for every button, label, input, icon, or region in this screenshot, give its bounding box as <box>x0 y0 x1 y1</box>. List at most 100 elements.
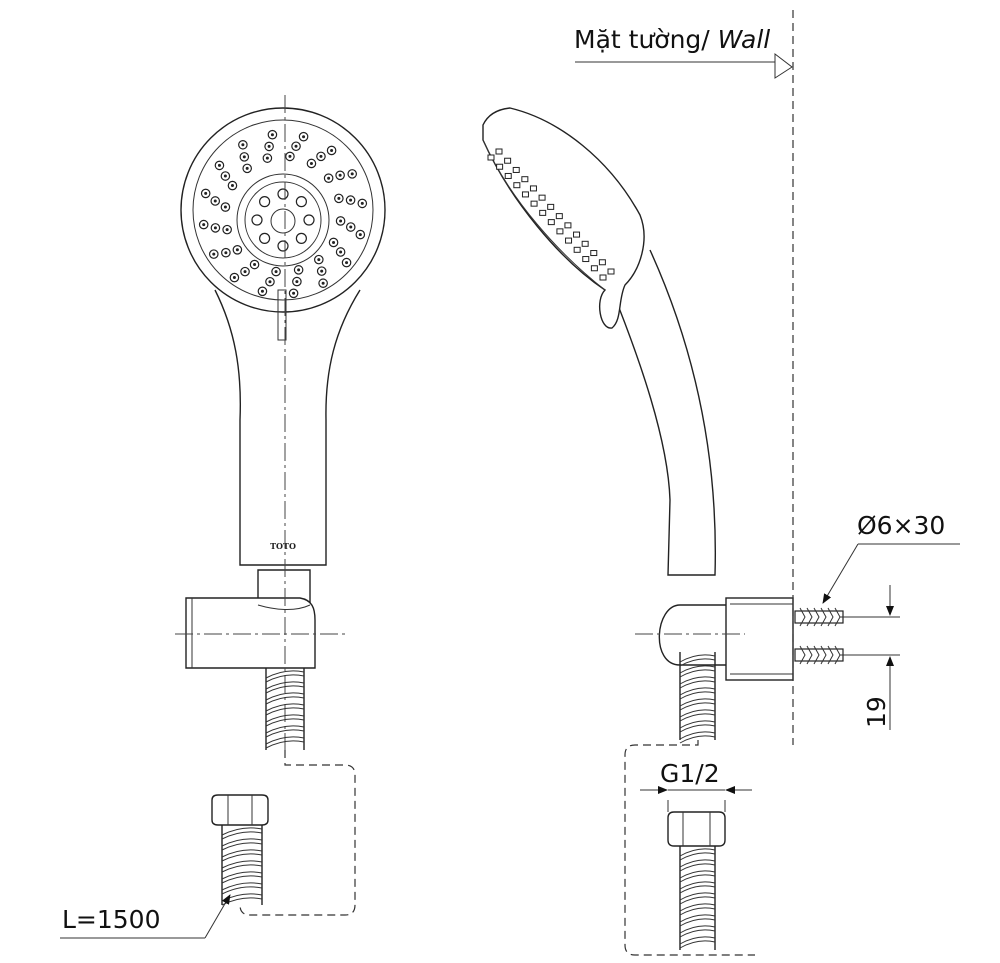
wall-anchors <box>794 607 844 665</box>
center-nozzle <box>259 196 271 208</box>
nozzle-dot <box>360 201 364 205</box>
neck-joint <box>257 604 311 610</box>
front-hose-upper <box>265 668 305 750</box>
side-nut <box>667 811 726 847</box>
side-nozzle <box>573 231 581 238</box>
nozzle-dot <box>224 251 228 255</box>
nozzle-pattern <box>198 129 368 299</box>
side-nozzle <box>504 172 512 179</box>
nozzle-dot <box>320 269 324 273</box>
nozzle-dot <box>350 172 354 176</box>
hose-coil <box>221 831 263 840</box>
hose-coil <box>221 853 263 862</box>
hose-coil <box>679 691 716 700</box>
side-nozzle <box>582 256 590 263</box>
hose-coil <box>265 718 305 727</box>
anchor-rib <box>799 645 806 665</box>
side-nozzle <box>547 219 555 226</box>
nozzle-dot <box>265 156 269 160</box>
side-nut-facets <box>682 812 711 846</box>
hose-coil <box>221 838 263 847</box>
logo-toto: TOTO <box>270 541 296 551</box>
hose-coil <box>679 687 716 696</box>
spray-selector <box>277 289 287 341</box>
dimensions: Ø6×30 19 G1/2 L=1500 <box>60 511 960 939</box>
hose-coil <box>679 903 716 912</box>
hose-coil <box>679 907 716 916</box>
side-nozzle <box>538 194 546 201</box>
hose-coil <box>265 692 305 701</box>
front-hose-dashed-loop <box>239 750 356 916</box>
nozzle-dot <box>302 135 306 139</box>
hose-coil <box>265 674 305 683</box>
front-view: TOTO <box>175 95 386 916</box>
side-nozzle <box>555 213 563 220</box>
hose-coil <box>679 852 716 861</box>
side-nozzle <box>513 182 521 189</box>
hose-coil <box>679 859 716 868</box>
side-holder-ball <box>658 604 729 666</box>
nozzle-dot <box>309 161 313 165</box>
nozzle-dot <box>338 173 342 177</box>
nozzle-dot <box>274 270 278 274</box>
side-nozzle <box>487 154 495 161</box>
side-nozzles <box>487 148 615 281</box>
side-nozzle <box>556 228 564 235</box>
hose-coil <box>679 918 716 927</box>
nozzle-dot <box>270 133 274 137</box>
side-nozzle <box>590 265 598 272</box>
nozzle-dot <box>253 263 257 267</box>
nozzle-dot <box>268 280 272 284</box>
nozzle-dot <box>217 163 221 167</box>
side-view: Mặt tường/ Wall <box>482 10 844 956</box>
side-nozzle <box>521 191 529 198</box>
nozzle-dot <box>317 258 321 262</box>
hose-coil <box>265 736 305 745</box>
side-nozzle <box>521 176 529 183</box>
hose-coil <box>221 842 263 851</box>
nozzle-dot <box>241 143 245 147</box>
side-nozzle <box>607 268 615 275</box>
nozzle-dot <box>230 184 234 188</box>
nozzle-dot <box>292 291 296 295</box>
hose-coil <box>679 669 716 678</box>
anchor-leader <box>822 543 859 604</box>
anchor-rib <box>806 645 813 665</box>
side-nozzle <box>590 250 598 257</box>
hose-coil <box>221 827 263 836</box>
nozzle-dot <box>295 280 299 284</box>
hose-coil <box>265 685 305 694</box>
hose-coil <box>221 864 263 873</box>
side-nozzle <box>581 240 589 247</box>
nozzle-dot <box>339 219 343 223</box>
hose-coil <box>679 731 716 740</box>
hose-coil <box>679 863 716 872</box>
spray-center <box>270 208 296 234</box>
nozzle-dot <box>242 155 246 159</box>
hose-coil <box>679 925 716 934</box>
hose-coil <box>265 707 305 716</box>
hose-coil <box>679 702 716 711</box>
nozzle-dot <box>321 281 325 285</box>
side-nozzle <box>573 246 581 253</box>
side-nozzle <box>539 209 547 216</box>
nozzle-dot <box>339 250 343 254</box>
hose-coil <box>679 896 716 905</box>
hose-coil <box>679 848 716 857</box>
nozzle-dot <box>345 261 349 265</box>
hose-length-label: L=1500 <box>62 905 161 934</box>
side-nozzle <box>565 237 573 244</box>
hose-coil <box>221 849 263 858</box>
hose-coil <box>221 871 263 880</box>
hose-coil <box>679 881 716 890</box>
anchor-rib <box>827 607 834 627</box>
front-handle-outline <box>214 289 361 566</box>
nozzle-dot <box>212 252 216 256</box>
hose-coil <box>679 940 716 949</box>
hose-coil <box>265 681 305 690</box>
center-nozzle <box>251 214 263 226</box>
nozzle-dot <box>288 154 292 158</box>
center-nozzle <box>303 214 315 226</box>
hose-coil <box>679 874 716 883</box>
